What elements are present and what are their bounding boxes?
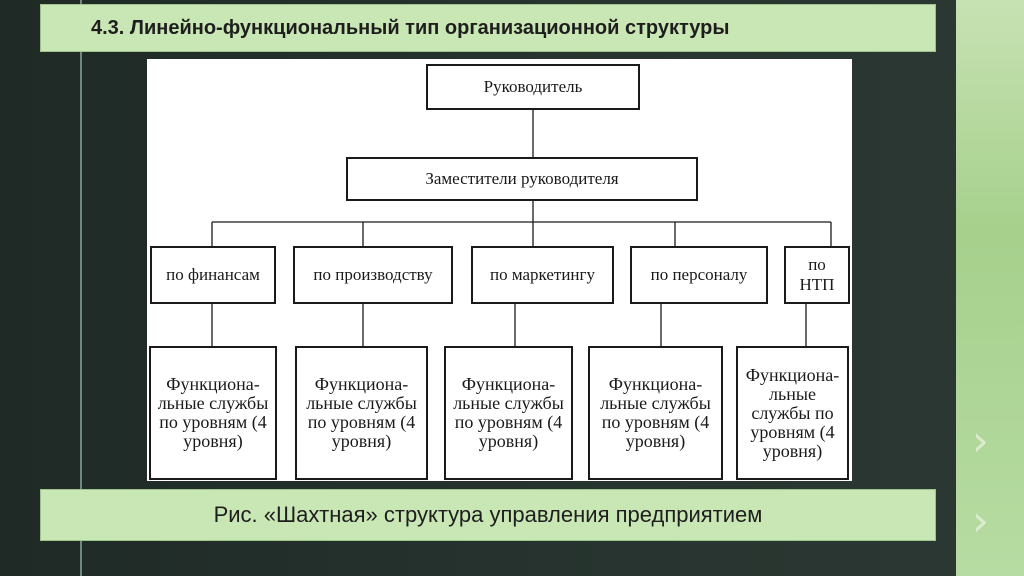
services-label: Функциона-льные службы по уровням (4 уро… [453,374,564,451]
services-label: Функциона-льные службы по уровням (4 уро… [600,374,711,451]
services-box-ntp: Функциона-льные службы по уровням (4 уро… [736,346,849,480]
direction-box-personnel: по персоналу [630,246,768,304]
left-divider [80,0,82,576]
direction-box-marketing: по маркетингу [471,246,614,304]
direction-box-production: по производству [293,246,453,304]
org-structure-diagram: Руководитель Заместители руководителя по… [147,59,852,481]
deputies-box: Заместители руководителя [346,157,698,201]
connector-lines [211,110,832,346]
direction-label: по маркетингу [489,265,595,284]
chevron-right-icon: › [972,416,989,465]
slide-title-bar: 4.3. Линейно-функциональный тип организа… [40,4,936,52]
decorative-side-panel: › › [956,0,1024,576]
slide-title: 4.3. Линейно-функциональный тип организа… [91,16,730,39]
direction-box-ntp: по НТП [784,246,850,304]
chevron-right-icon: › [972,496,989,545]
direction-label: по персоналу [650,265,748,284]
direction-label: по финансам [166,265,260,284]
services-box-personnel: Функциона-льные службы по уровням (4 уро… [588,346,723,480]
services-box-marketing: Функциона-льные службы по уровням (4 уро… [444,346,573,480]
figure-caption-bar: Рис. «Шахтная» структура управления пред… [40,489,936,541]
direction-label: по НТП [799,255,835,294]
deputies-label: Заместители руководителя [425,169,619,188]
head-label: Руководитель [483,77,583,96]
direction-label: по производству [313,265,433,284]
direction-box-finance: по финансам [150,246,276,304]
services-box-production: Функциона-льные службы по уровням (4 уро… [295,346,428,480]
services-box-finance: Функциона-льные службы по уровням (4 уро… [149,346,277,480]
head-box: Руководитель [426,64,640,110]
figure-caption: Рис. «Шахтная» структура управления пред… [213,502,763,527]
services-label: Функциона-льные службы по уровням (4 уро… [306,374,417,451]
services-label: Функциона-льные службы по уровням (4 уро… [745,364,840,461]
services-label: Функциона-льные службы по уровням (4 уро… [157,374,269,451]
